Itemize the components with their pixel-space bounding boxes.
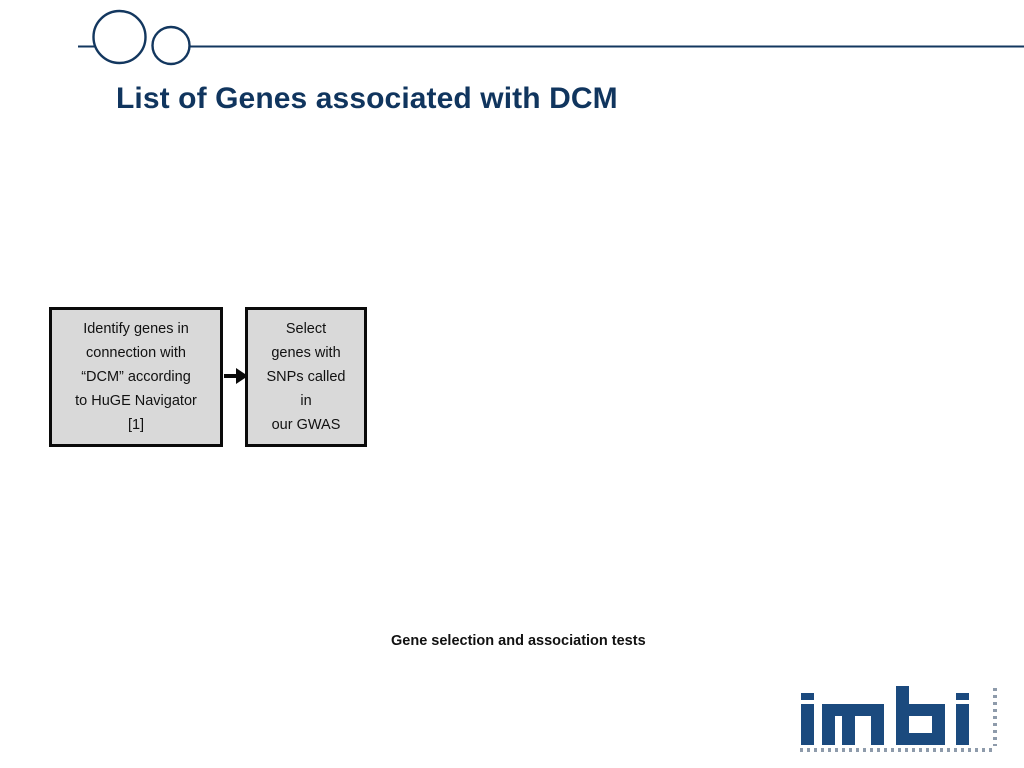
imbi-logo (800, 686, 997, 752)
imbi-wordmark (801, 686, 969, 745)
page-title: List of Genes associated with DCM (116, 82, 618, 115)
diagram-caption: Gene selection and association tests (391, 633, 646, 649)
flow-arrow-icon (224, 368, 248, 384)
